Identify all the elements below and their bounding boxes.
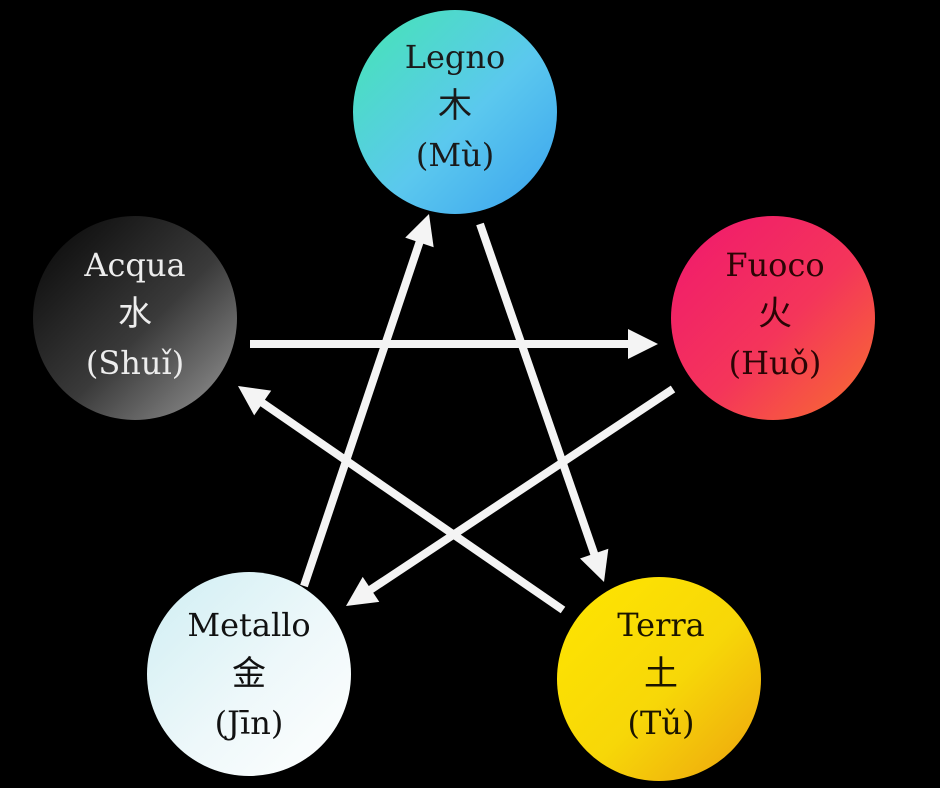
arrow-fire-metal bbox=[346, 385, 676, 606]
arrow-shaft-wood-earth bbox=[476, 222, 599, 557]
earth-name: Terra bbox=[617, 606, 704, 644]
metal-pinyin: (Jīn) bbox=[215, 704, 284, 742]
arrow-earth-water bbox=[238, 386, 566, 614]
fire-hanzi: 火 bbox=[758, 294, 792, 334]
wood-hanzi: 木 bbox=[438, 86, 472, 126]
arrow-head-water-fire bbox=[628, 329, 658, 359]
node-fire: Fuoco 火 (Huǒ) bbox=[671, 216, 875, 420]
arrow-metal-wood bbox=[300, 214, 434, 588]
arrow-shaft-earth-water bbox=[258, 398, 566, 614]
arrow-head-fire-metal bbox=[346, 576, 380, 606]
water-hanzi: 水 bbox=[118, 294, 152, 334]
wood-pinyin: (Mù) bbox=[416, 136, 494, 174]
metal-name: Metallo bbox=[187, 606, 310, 644]
arrow-water-fire bbox=[250, 329, 658, 359]
water-pinyin: (Shuǐ) bbox=[86, 344, 184, 382]
earth-hanzi: 土 bbox=[644, 654, 678, 694]
fire-name: Fuoco bbox=[725, 246, 824, 284]
node-water: Acqua 水 (Shuǐ) bbox=[33, 216, 237, 420]
arrow-shaft-metal-wood bbox=[300, 239, 424, 588]
arrow-wood-earth bbox=[476, 222, 609, 582]
wood-circle bbox=[353, 10, 557, 214]
fire-circle bbox=[671, 216, 875, 420]
arrows-layer bbox=[238, 214, 676, 614]
wood-name: Legno bbox=[405, 38, 506, 76]
fire-pinyin: (Huǒ) bbox=[729, 344, 822, 382]
earth-circle bbox=[557, 577, 761, 781]
arrow-shaft-fire-metal bbox=[367, 385, 676, 594]
node-earth: Terra 土 (Tǔ) bbox=[557, 577, 761, 781]
water-circle bbox=[33, 216, 237, 420]
water-name: Acqua bbox=[83, 246, 185, 284]
node-metal: Metallo 金 (Jīn) bbox=[147, 572, 351, 776]
node-wood: Legno 木 (Mù) bbox=[353, 10, 557, 214]
arrow-head-metal-wood bbox=[405, 214, 434, 248]
metal-hanzi: 金 bbox=[232, 654, 266, 694]
earth-pinyin: (Tǔ) bbox=[628, 704, 695, 742]
arrow-head-wood-earth bbox=[580, 548, 609, 582]
metal-circle bbox=[147, 572, 351, 776]
arrow-head-earth-water bbox=[238, 386, 272, 416]
